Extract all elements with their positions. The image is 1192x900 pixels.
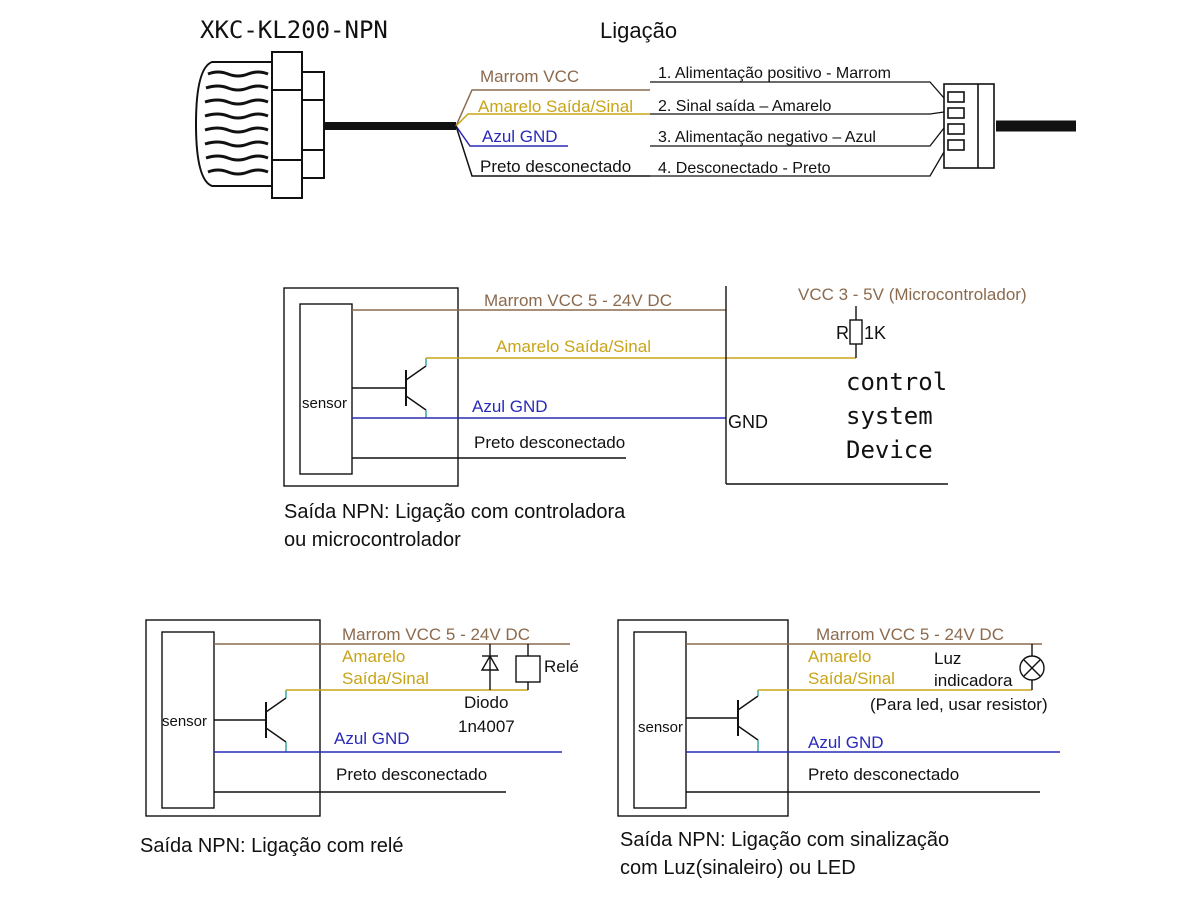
relay-signal-label-1: Amarelo bbox=[342, 647, 405, 666]
wire-label-brown: Marrom VCC bbox=[480, 67, 579, 86]
led-note: (Para led, usar resistor) bbox=[870, 695, 1048, 714]
diode-label-2: 1n4007 bbox=[458, 717, 515, 736]
relay-coil-label: Relé bbox=[544, 657, 579, 676]
lamp-label-1: Luz bbox=[934, 649, 961, 668]
lamp-gnd-label: Azul GND bbox=[808, 733, 884, 752]
lamp-circuit bbox=[617, 619, 1060, 817]
connector-illustration bbox=[943, 83, 995, 169]
relay-caption: Saída NPN: Ligação com relé bbox=[140, 835, 403, 857]
relay-nc-label: Preto desconectado bbox=[336, 765, 487, 784]
relay-gnd-label: Azul GND bbox=[334, 729, 410, 748]
lamp-vcc-label: Marrom VCC 5 - 24V DC bbox=[816, 625, 1004, 644]
wire-label-black: Preto desconectado bbox=[480, 157, 631, 176]
resistor-r-label: R bbox=[836, 323, 849, 343]
controller-caption-1: Saída NPN: Ligação com controladora bbox=[284, 501, 626, 523]
device-line-3: Device bbox=[846, 436, 933, 464]
resistor-value-label: 1K bbox=[864, 323, 886, 343]
relay-circuit bbox=[145, 619, 570, 817]
relay-signal-label-2: Saída/Sinal bbox=[342, 669, 429, 688]
controller-nc-label: Preto desconectado bbox=[474, 433, 625, 452]
controller-gnd-terminal: GND bbox=[728, 412, 768, 432]
model-title: XKC-KL200-NPN bbox=[200, 16, 388, 44]
section-title: Ligação bbox=[600, 18, 677, 43]
pin-lines bbox=[650, 81, 945, 177]
relay-sensor-label: sensor bbox=[162, 713, 207, 730]
pin-4-label: 4. Desconectado - Preto bbox=[658, 160, 831, 177]
mcu-vcc-label: VCC 3 - 5V (Microcontrolador) bbox=[798, 285, 1027, 304]
lamp-sensor-label: sensor bbox=[638, 719, 683, 736]
lamp-nc-label: Preto desconectado bbox=[808, 765, 959, 784]
wire-fanout bbox=[455, 89, 650, 177]
lamp-signal-label-1: Amarelo bbox=[808, 647, 871, 666]
lamp-caption-1: Saída NPN: Ligação com sinalização bbox=[620, 829, 949, 851]
controller-gnd-label: Azul GND bbox=[472, 397, 548, 416]
device-line-1: control bbox=[846, 368, 947, 396]
controller-vcc-label: Marrom VCC 5 - 24V DC bbox=[484, 291, 672, 310]
wire-label-yellow: Amarelo Saída/Sinal bbox=[478, 97, 633, 116]
wire-label-blue: Azul GND bbox=[482, 127, 558, 146]
pin-3-label: 3. Alimentação negativo – Azul bbox=[658, 129, 876, 146]
lamp-label-2: indicadora bbox=[934, 671, 1013, 690]
pin-1-label: 1. Alimentação positivo - Marrom bbox=[658, 65, 891, 82]
relay-vcc-label: Marrom VCC 5 - 24V DC bbox=[342, 625, 530, 644]
controller-signal-label: Amarelo Saída/Sinal bbox=[496, 337, 651, 356]
diode-label-1: Diodo bbox=[464, 693, 508, 712]
pin-2-label: 2. Sinal saída – Amarelo bbox=[658, 98, 832, 115]
controller-circuit bbox=[283, 286, 948, 487]
sensor-body-illustration bbox=[194, 51, 325, 199]
device-line-2: system bbox=[846, 402, 933, 430]
controller-sensor-label: sensor bbox=[302, 395, 347, 412]
controller-caption-2: ou microcontrolador bbox=[284, 529, 461, 551]
lamp-caption-2: com Luz(sinaleiro) ou LED bbox=[620, 857, 856, 879]
lamp-signal-label-2: Saída/Sinal bbox=[808, 669, 895, 688]
